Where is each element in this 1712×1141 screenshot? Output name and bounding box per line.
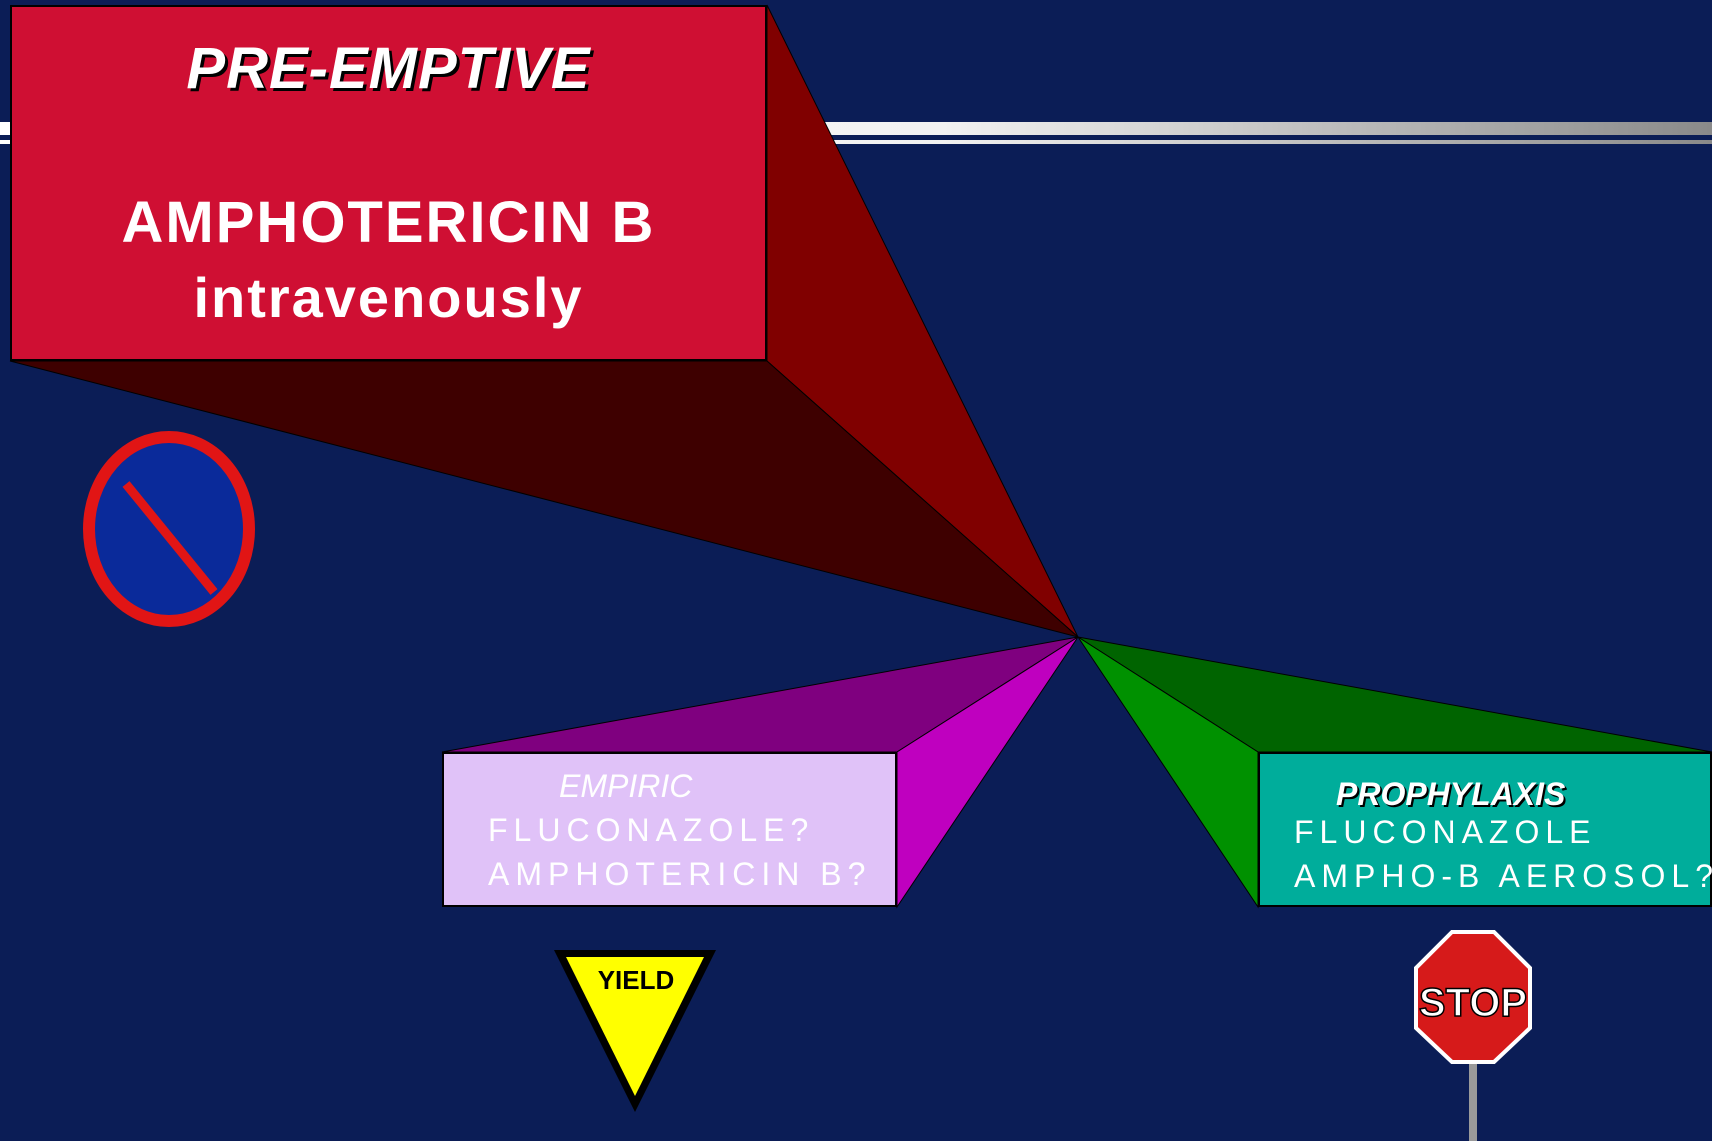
pre-emptive-funnel-bottom	[9, 360, 1079, 638]
empiric-heading: EMPIRIC	[559, 768, 693, 804]
pre-emptive-box: PRE-EMPTIVE AMPHOTERICIN B intravenously	[10, 5, 767, 361]
stop-sign-label: STOP	[1419, 981, 1527, 1025]
yield-sign-label: YIELD	[598, 965, 675, 995]
pre-emptive-route: intravenously	[193, 266, 584, 329]
prophylaxis-line-1: FLUCONAZOLE	[1294, 814, 1597, 850]
prophylaxis-heading: PROPHYLAXIS	[1336, 776, 1566, 812]
prophylaxis-line-2: AMPHO-B AEROSOL?	[1294, 858, 1712, 894]
stop-sign-icon: STOP	[1414, 930, 1532, 1141]
empiric-funnel-side	[896, 636, 1079, 909]
pre-emptive-drug: AMPHOTERICIN B	[121, 190, 656, 255]
empiric-box: EMPIRIC FLUCONAZOLE? AMPHOTERICIN B?	[442, 752, 897, 907]
no-parking-sign-icon	[83, 431, 255, 627]
empiric-line-1: FLUCONAZOLE?	[488, 812, 815, 848]
empiric-line-2: AMPHOTERICIN B?	[488, 856, 872, 892]
yield-sign-icon: YIELD	[554, 950, 716, 1112]
pre-emptive-heading: PRE-EMPTIVE	[186, 36, 591, 101]
prophylaxis-box: PROPHYLAXIS FLUCONAZOLE AMPHO-B AEROSOL?	[1258, 752, 1712, 907]
